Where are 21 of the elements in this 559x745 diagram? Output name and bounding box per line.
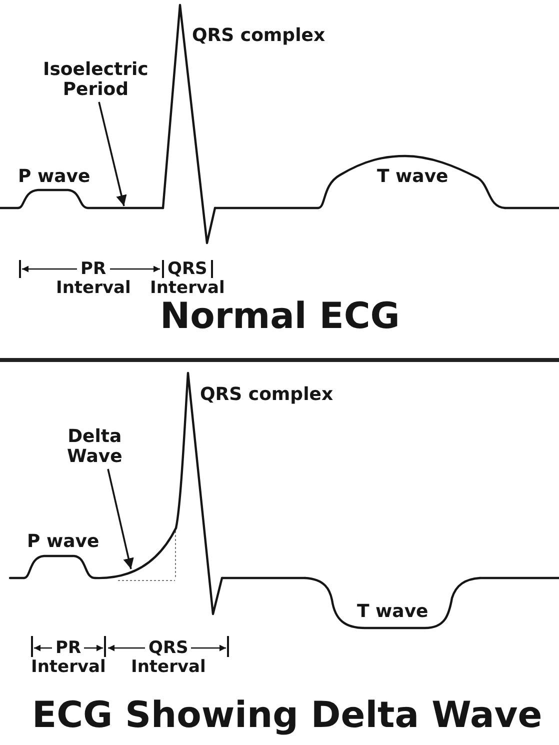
dimension-label: PR bbox=[80, 260, 106, 279]
wave-label: P wave bbox=[18, 167, 90, 187]
callout-label: Isoelectric Period bbox=[43, 60, 148, 100]
leader-line bbox=[98, 102, 127, 206]
dimension-label: PR bbox=[56, 639, 82, 658]
wave-label: T wave bbox=[357, 602, 428, 622]
wave-label: P wave bbox=[27, 532, 100, 552]
panel-heading: ECG Showing Delta Wave bbox=[32, 694, 542, 738]
wave-label: T wave bbox=[377, 167, 448, 187]
dimension-label: QRS bbox=[168, 260, 208, 279]
interval-label: Interval bbox=[56, 279, 131, 298]
leader-line bbox=[107, 468, 134, 570]
callout-label: Delta Wave bbox=[67, 427, 122, 467]
isoelectric-segment bbox=[86, 206, 164, 210]
panel-heading: Normal ECG bbox=[160, 295, 400, 339]
interval-label: Interval bbox=[150, 279, 225, 298]
wave-label: QRS complex bbox=[192, 26, 326, 46]
wave-label: QRS complex bbox=[200, 385, 334, 405]
dimension-label: QRS bbox=[148, 639, 188, 658]
interval-label: Interval bbox=[31, 658, 106, 677]
interval-label: Interval bbox=[131, 658, 206, 677]
